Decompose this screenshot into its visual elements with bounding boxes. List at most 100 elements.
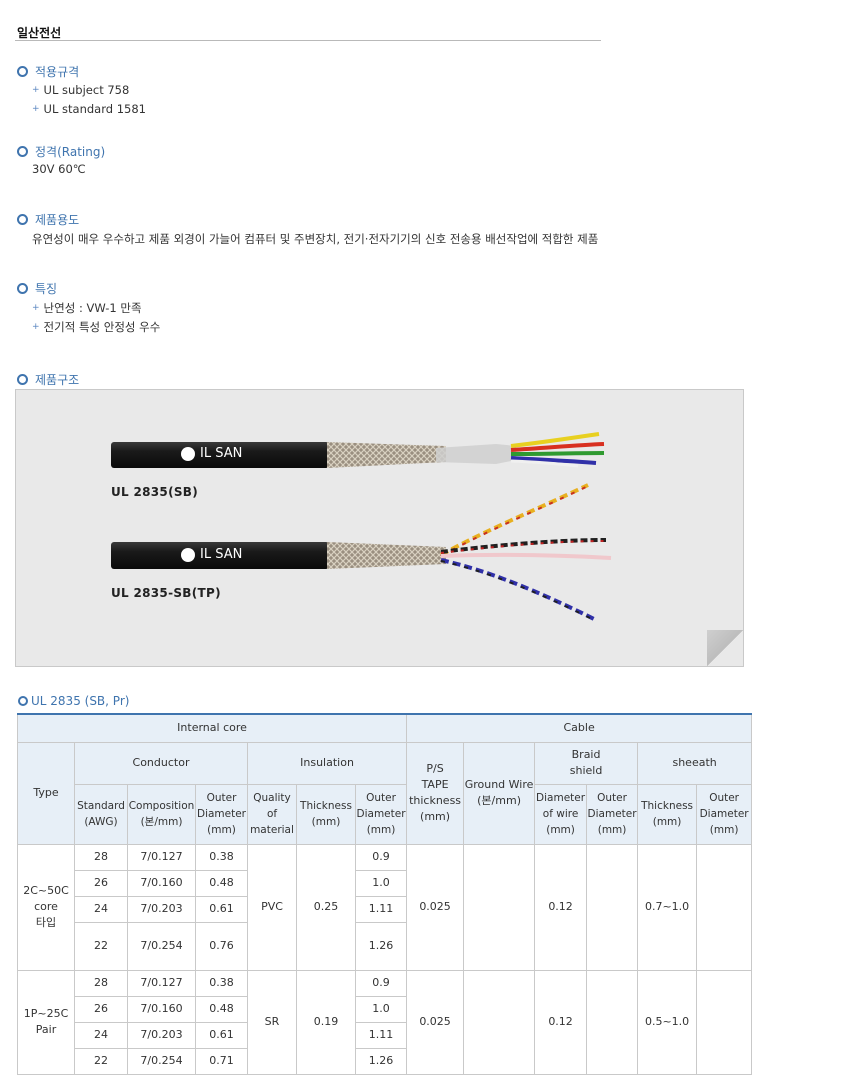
plus-bullet-icon: + <box>32 85 40 95</box>
header-cable: Cable <box>406 713 753 743</box>
cable-label: UL 2835-SB(TP) <box>111 586 221 600</box>
circle-bullet-icon <box>17 374 28 385</box>
cable-sb <box>111 432 605 468</box>
header-composition: Composition (본/mm) <box>127 783 196 845</box>
list-item-text: 난연성 : VW-1 만족 <box>43 301 142 315</box>
list-item: + 난연성 : VW-1 만족 <box>32 300 142 316</box>
cell-sheath-outer <box>696 969 753 1075</box>
table-row: 1P~25C Pair 28 7/0.127 0.38 SR 0.19 0.9 … <box>17 969 753 1075</box>
circle-bullet-icon <box>17 66 28 77</box>
list-item: + 전기적 특성 안정성 우수 <box>32 319 160 335</box>
cable-sb-tp <box>111 483 612 622</box>
section-heading-rating: 정격(Rating) <box>17 143 105 160</box>
cell-material: PVC <box>247 843 297 971</box>
cell-conductor-od: 0.38 <box>195 843 248 871</box>
cell-insulation-od: 1.0 <box>354 869 408 897</box>
rating-text: 30V 60℃ <box>32 162 86 176</box>
list-item: + UL subject 758 <box>32 83 129 97</box>
cell-awg: 22 <box>74 1047 128 1075</box>
section-heading-usage: 제품용도 <box>17 211 79 228</box>
header-sheath: sheeath <box>637 741 753 785</box>
cell-type: 1P~25C Pair <box>17 969 75 1075</box>
list-item-text: UL subject 758 <box>43 83 130 97</box>
cell-type: 2C~50C core 타입 <box>17 843 75 971</box>
circle-bullet-icon <box>17 283 28 294</box>
section-heading-standards: 적용규격 <box>17 63 79 80</box>
ilsan-logo-icon <box>181 446 195 461</box>
cell-braid-diameter: 0.12 <box>534 843 588 971</box>
cable-illustration <box>111 432 612 622</box>
table-row: 22 7/0.254 0.76 1.26 <box>18 921 752 971</box>
jacket-text: IL SAN <box>200 446 243 461</box>
cell-insulation-od: 0.9 <box>354 843 408 871</box>
header-sheath-thickness: Thickness (mm) <box>637 783 698 845</box>
table-row: 22 7/0.254 0.71 1.26 <box>18 1047 752 1075</box>
table-title-label: UL 2835 (SB, Pr) <box>31 694 130 708</box>
table-header-row: Internal core Cable <box>16 713 753 743</box>
header-braid-shield: Braid shield <box>534 741 639 785</box>
plus-bullet-icon: + <box>32 322 40 332</box>
header-ground-wire: Ground Wire (본/mm) <box>463 741 536 845</box>
page-title: 일산전선 <box>17 26 62 40</box>
page-curl-decoration <box>707 630 743 666</box>
table-row: 26 7/0.160 0.48 1.0 <box>18 995 752 1023</box>
cell-conductor-od: 0.61 <box>195 895 248 923</box>
header-conductor-outer-diameter: Outer Diameter (mm) <box>195 783 248 845</box>
cell-awg: 26 <box>74 995 128 1023</box>
header-type: Type <box>17 741 75 845</box>
circle-bullet-icon <box>17 214 28 225</box>
cell-insulation-thickness: 0.25 <box>296 843 356 971</box>
table-row: 24 7/0.203 0.61 1.11 <box>18 1021 752 1049</box>
cell-braid-diameter: 0.12 <box>534 969 588 1075</box>
cell-insulation-od: 1.11 <box>354 895 408 923</box>
section-heading-label: 특징 <box>35 282 58 296</box>
cell-insulation-od: 1.26 <box>354 1047 408 1075</box>
cell-braid-outer <box>586 969 639 1075</box>
cell-awg: 28 <box>74 843 128 871</box>
table-row: 26 7/0.160 0.48 1.0 <box>18 869 752 897</box>
header-braid-outer-diameter: Outer Diameter (mm) <box>586 783 639 845</box>
header-diameter-of-wire: Diameter of wire (mm) <box>534 783 588 845</box>
table-header-row: Standard (AWG) Composition (본/mm) Outer … <box>18 783 753 845</box>
cell-awg: 24 <box>74 895 128 923</box>
cell-composition: 7/0.160 <box>127 995 196 1023</box>
circle-bullet-icon <box>18 696 28 706</box>
cell-awg: 24 <box>74 1021 128 1049</box>
header-ps-tape: P/S TAPE thickness (mm) <box>406 741 465 845</box>
cell-conductor-od: 0.48 <box>195 995 248 1023</box>
cell-composition: 7/0.127 <box>127 843 196 871</box>
header-insulation-thickness: Thickness (mm) <box>296 783 356 845</box>
table-row: 2C~50C core 타입 28 7/0.127 0.38 PVC 0.25 … <box>17 843 753 971</box>
cell-insulation-od: 1.11 <box>354 1021 408 1049</box>
cell-insulation-od: 1.26 <box>354 921 408 971</box>
cell-braid-outer <box>586 843 639 971</box>
table-header-row: Type Conductor Insulation P/S TAPE thick… <box>17 741 753 845</box>
header-insulation-outer-diameter: Outer Diameter (mm) <box>354 783 408 845</box>
cell-sheath-thickness: 0.5~1.0 <box>637 969 698 1075</box>
usage-text: 유연성이 매우 우수하고 제품 외경이 가늘어 컴퓨터 및 주변장치, 전기·전… <box>32 232 599 246</box>
cell-composition: 7/0.254 <box>127 921 196 971</box>
header-quality-of-material: Quality of material <box>247 783 297 845</box>
header-insulation: Insulation <box>246 741 408 785</box>
cell-conductor-od: 0.38 <box>195 969 248 997</box>
cell-composition: 7/0.127 <box>127 969 196 997</box>
title-divider <box>15 40 601 41</box>
cell-material: SR <box>247 969 297 1075</box>
jacket-text: IL SAN <box>200 547 243 562</box>
cell-composition: 7/0.160 <box>127 869 196 897</box>
list-item-text: UL standard 1581 <box>43 102 146 116</box>
cell-insulation-od: 0.9 <box>354 969 408 997</box>
cell-conductor-od: 0.61 <box>195 1021 248 1049</box>
cell-composition: 7/0.203 <box>127 1021 196 1049</box>
section-heading-label: 정격(Rating) <box>35 145 106 159</box>
ilsan-logo-icon <box>181 547 195 562</box>
product-structure-image: IL SAN IL SAN UL 2835(SB) UL 2835-SB(TP) <box>15 389 744 667</box>
jacket-print: IL SAN <box>181 446 242 461</box>
header-internal-core: Internal core <box>16 713 408 743</box>
cell-ground-wire <box>463 969 536 1075</box>
plus-bullet-icon: + <box>32 104 40 114</box>
cell-conductor-od: 0.48 <box>195 869 248 897</box>
section-heading-label: 제품용도 <box>35 213 80 227</box>
section-heading-label: 제품구조 <box>35 373 80 387</box>
header-standard-awg: Standard (AWG) <box>74 783 128 845</box>
